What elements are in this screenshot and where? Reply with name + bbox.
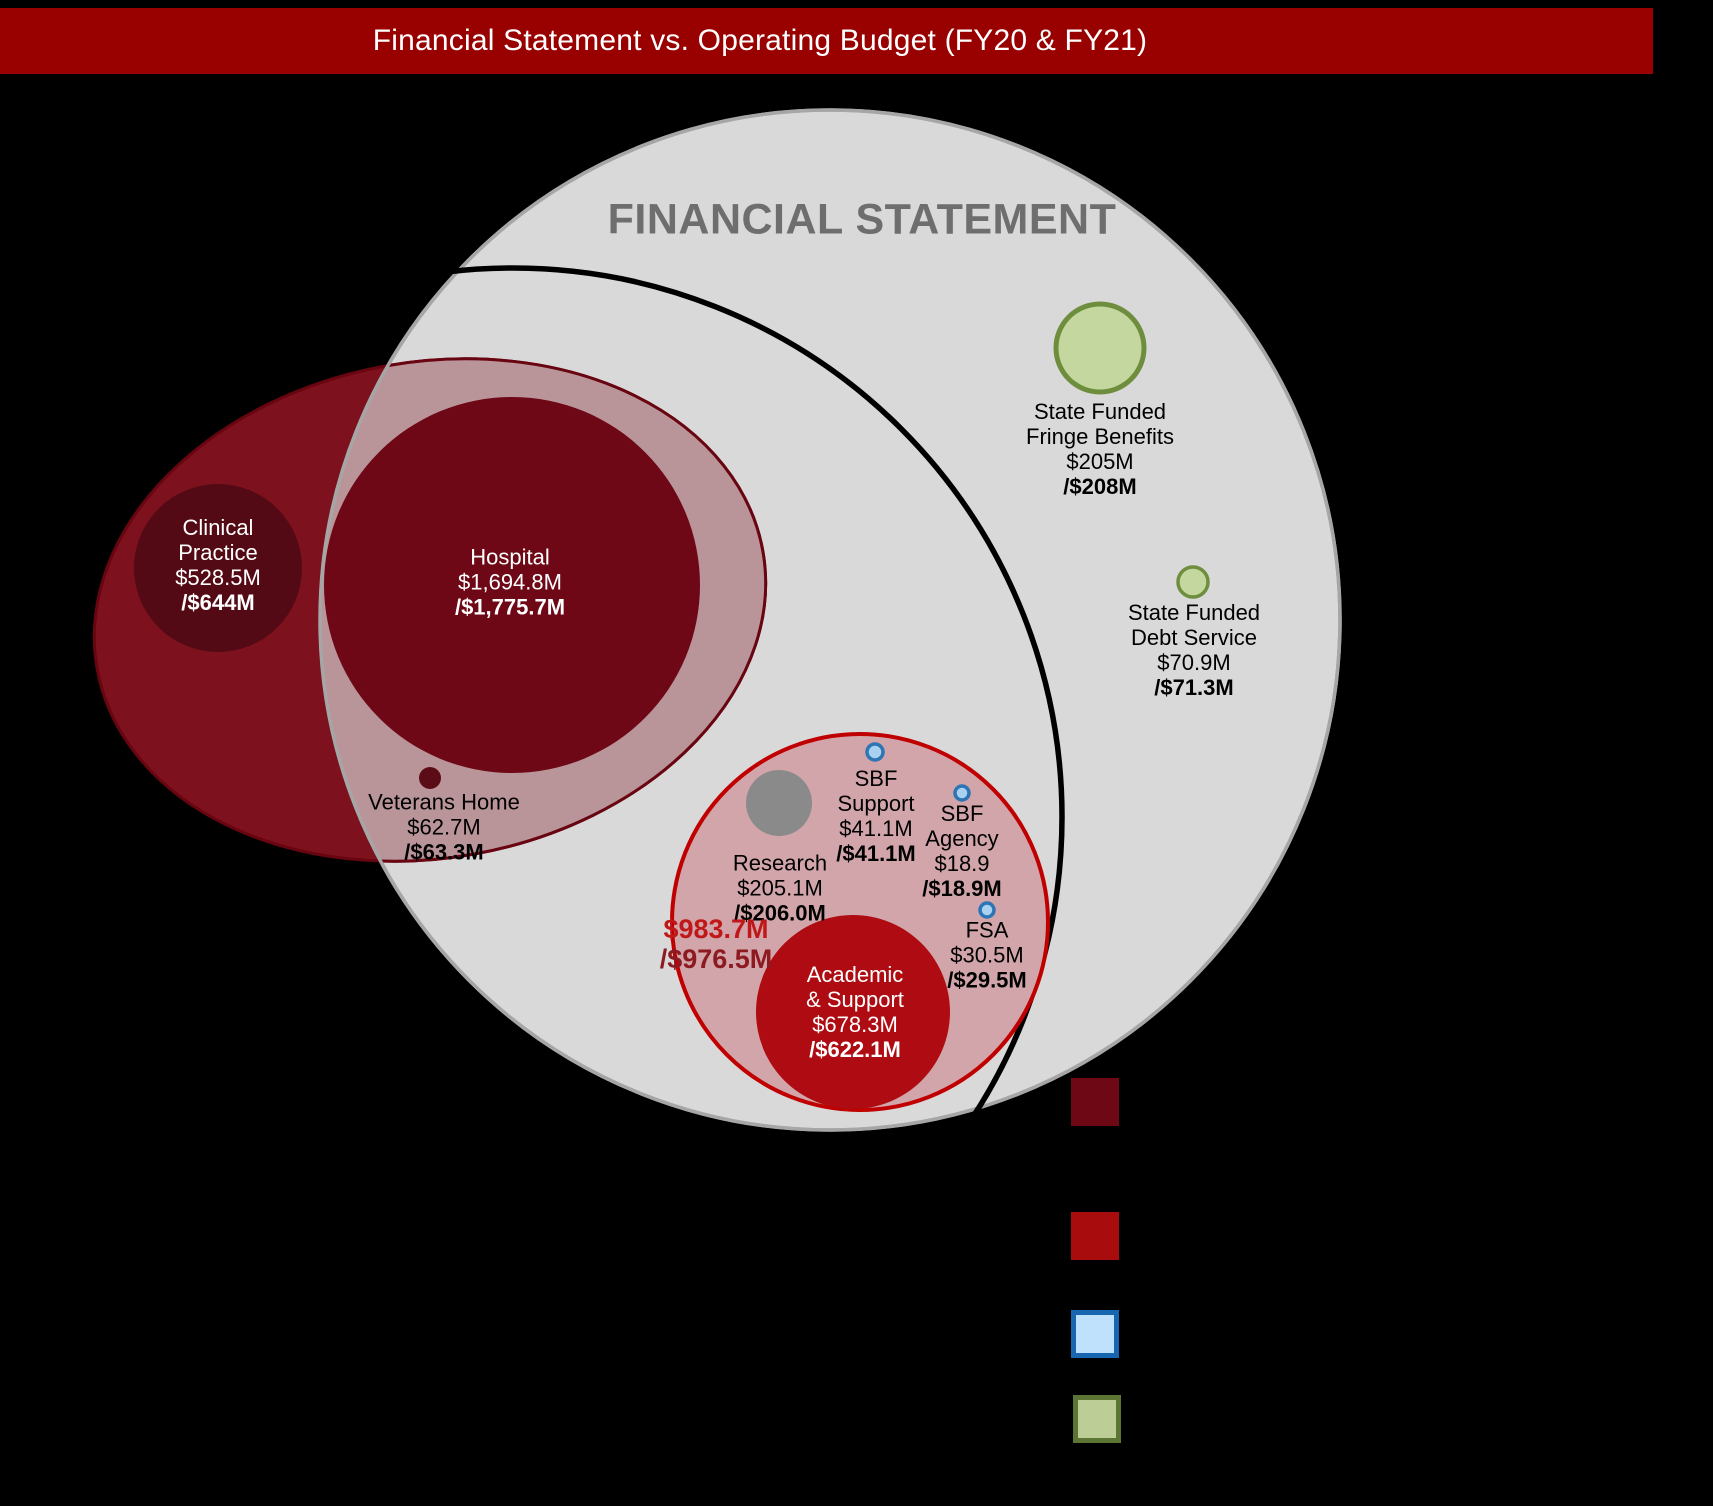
node-name: Research [732, 850, 828, 876]
node-fy20-value: $30.5M [950, 942, 1024, 968]
node-name: Hospital [470, 544, 550, 570]
sbf-support-label: SBF Support $41.1M /$41.1M [836, 766, 916, 866]
financial-statement-title: FINANCIAL STATEMENT [607, 195, 1117, 244]
node-name: Debt Service [1131, 625, 1257, 650]
node-fy21-value: /$41.1M [836, 841, 916, 866]
node-fy21-value: /$644M [181, 590, 255, 615]
node-name: & Support [806, 987, 904, 1012]
node-fy20-value: $528.5M [175, 565, 261, 590]
node-fy21-value: /$1,775.7M [454, 594, 566, 620]
state-funded-debt-label: State Funded Debt Service $70.9M /$71.3M [1128, 600, 1260, 700]
group-total-fy20: $983.7M [663, 914, 769, 944]
node-fy20-value: $678.3M [812, 1012, 898, 1037]
node-name: Veterans Home [368, 789, 520, 815]
group-total-fy21: /$976.5M [659, 944, 773, 974]
node-name: State Funded [1033, 399, 1167, 424]
academic-support-label: Academic & Support $678.3M /$622.1M [806, 962, 904, 1062]
clinical-practice-label: Clinical Practice $528.5M /$644M [175, 515, 261, 615]
node-fy21-value: /$29.5M [947, 967, 1027, 993]
header-bar [0, 8, 1653, 74]
node-fy20-value: $41.1M [839, 816, 913, 841]
legend-maroon-swatch-icon [1071, 1078, 1119, 1126]
node-fy20-value: $1,694.8M [458, 569, 562, 595]
state-funded-fringe-circle [1053, 301, 1147, 395]
sbf-support-dot [865, 742, 885, 762]
node-fy20-value: $205M [1066, 449, 1134, 474]
operating-group-total-label: $983.7M /$976.5M [660, 914, 773, 974]
financial-statement-rim [318, 108, 1342, 1132]
veterans-home-label: Veterans Home $62.7M /$63.3M [368, 790, 520, 865]
node-fy21-value: /$208M [1063, 474, 1137, 499]
node-fy21-value: /$71.3M [1154, 675, 1234, 700]
state-funded-fringe-label: State Funded Fringe Benefits $205M /$208… [1026, 399, 1174, 499]
node-name: Support [837, 791, 915, 816]
node-fy21-value: /$63.3M [404, 839, 484, 865]
fsa-dot [978, 901, 996, 919]
legend-green-swatch-icon [1073, 1395, 1121, 1443]
fsa-label: FSA $30.5M /$29.5M [947, 918, 1027, 993]
hospital-circle [324, 397, 700, 773]
clinical-practice-circle [134, 484, 302, 652]
academic-support-circle [756, 915, 950, 1109]
sbf-agency-label: SBF Agency $18.9 /$18.9M [922, 801, 1002, 901]
node-name: SBF [940, 801, 984, 826]
node-name: Clinical [182, 515, 254, 540]
node-fy20-value: $18.9 [934, 851, 990, 876]
node-name: Agency [925, 826, 999, 851]
state-funded-debt-circle [1176, 565, 1210, 599]
node-fy20-value: $70.9M [1157, 650, 1231, 675]
header-title: Financial Statement vs. Operating Budget… [372, 24, 1148, 57]
veterans-home-dot [419, 767, 441, 789]
node-fy21-value: /$18.9M [922, 876, 1002, 901]
node-name: State Funded [1127, 600, 1261, 625]
node-fy20-value: $205.1M [737, 875, 823, 901]
research-circle [746, 770, 812, 836]
node-fy20-value: $62.7M [407, 814, 481, 840]
research-label: Research $205.1M /$206.0M [733, 851, 827, 926]
node-name: FSA [965, 917, 1009, 943]
operating-budget-outline-circle [0, 265, 1065, 1369]
node-name: SBF [854, 766, 898, 791]
legend-red-swatch-icon [1071, 1212, 1119, 1260]
node-name: Fringe Benefits [1026, 424, 1174, 449]
legend-blue-swatch-icon [1071, 1310, 1119, 1358]
node-fy21-value: /$622.1M [809, 1037, 901, 1062]
hospital-label: Hospital $1,694.8M /$1,775.7M [455, 545, 565, 620]
node-fy21-value: /$206.0M [734, 900, 826, 926]
node-name: Practice [178, 540, 258, 565]
sbf-agency-dot [953, 784, 971, 802]
node-name: Academic [806, 962, 904, 987]
